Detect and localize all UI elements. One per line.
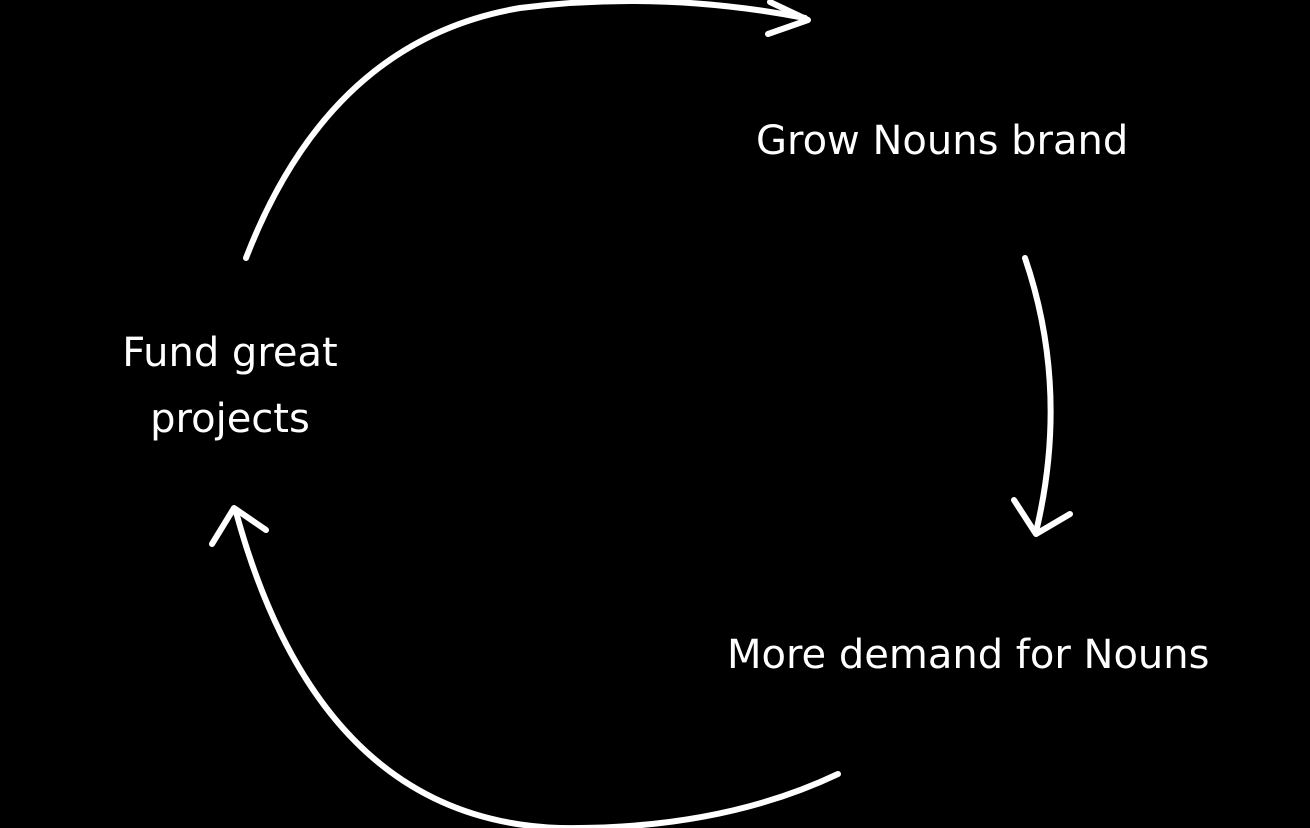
node-grow-nouns-brand: Grow Nouns brand [756,118,1129,164]
arrow-grow-to-demand-head [1011,497,1073,537]
node-fund-line-1: Fund great [122,330,338,376]
arrow-fund-to-grow-shaft [243,0,808,261]
arrow-grow-to-demand-shaft [1022,255,1054,535]
arrow-demand-to-fund [209,505,841,828]
arrow-fund-to-grow-head [765,0,811,37]
arrow-demand-to-fund-shaft [233,509,841,828]
arrow-demand-to-fund-head [209,505,269,547]
node-fund-great-projects: Fund great projects [113,320,347,452]
node-more-demand-for-nouns: More demand for Nouns [727,632,1210,678]
arrow-grow-to-demand [1011,255,1073,537]
node-fund-line-2: projects [150,396,310,442]
arrow-fund-to-grow [243,0,811,261]
